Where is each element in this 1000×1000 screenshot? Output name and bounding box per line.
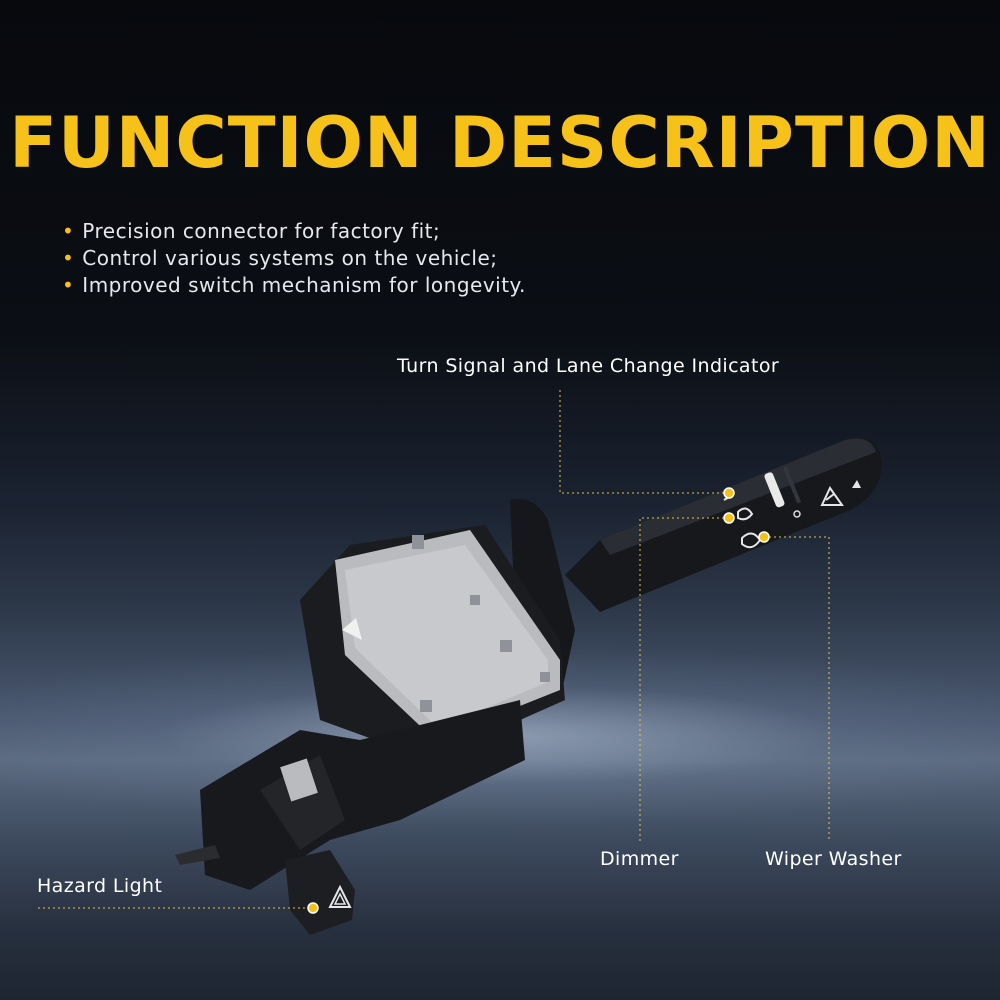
hazard-light-label: Hazard Light bbox=[37, 875, 163, 897]
switch-housing bbox=[300, 525, 565, 760]
arrow-icon bbox=[852, 480, 861, 488]
bullet-dot-icon: • bbox=[62, 273, 75, 297]
dimmer-label: Dimmer bbox=[600, 848, 679, 870]
feature-item: • Precision connector for factory fit; bbox=[62, 218, 526, 245]
position-dot bbox=[793, 510, 801, 518]
bullet-dot-icon: • bbox=[62, 219, 75, 243]
feature-text: Control various systems on the vehicle; bbox=[82, 246, 498, 270]
turn-signal-marker bbox=[723, 487, 735, 499]
stalk-lever bbox=[565, 437, 882, 612]
hazard-triangle-icon bbox=[328, 884, 352, 908]
wiper-leader bbox=[764, 536, 830, 842]
turn-signal-leader bbox=[559, 390, 728, 494]
turn-signal-label: Turn Signal and Lane Change Indicator bbox=[397, 355, 780, 377]
wiper-marker bbox=[758, 531, 770, 543]
hazard-marker bbox=[307, 902, 319, 914]
hazard-module bbox=[175, 700, 525, 935]
dimmer-leader bbox=[639, 517, 729, 842]
feature-list: • Precision connector for factory fit; • C… bbox=[62, 218, 526, 299]
wiper-washer-label: Wiper Washer bbox=[765, 848, 902, 870]
feature-text: Improved switch mechanism for longevity. bbox=[82, 273, 526, 297]
page-title: FUNCTION DESCRIPTION bbox=[9, 102, 991, 184]
feature-item: • Control various systems on the vehicle; bbox=[62, 245, 526, 272]
dimmer-marker bbox=[723, 512, 735, 524]
feature-item: • Improved switch mechanism for longevity… bbox=[62, 272, 526, 299]
feature-text: Precision connector for factory fit; bbox=[82, 219, 441, 243]
wiper-icon bbox=[820, 486, 844, 506]
hazard-triangle-inner-icon bbox=[333, 892, 347, 905]
bullet-dot-icon: • bbox=[62, 246, 75, 270]
